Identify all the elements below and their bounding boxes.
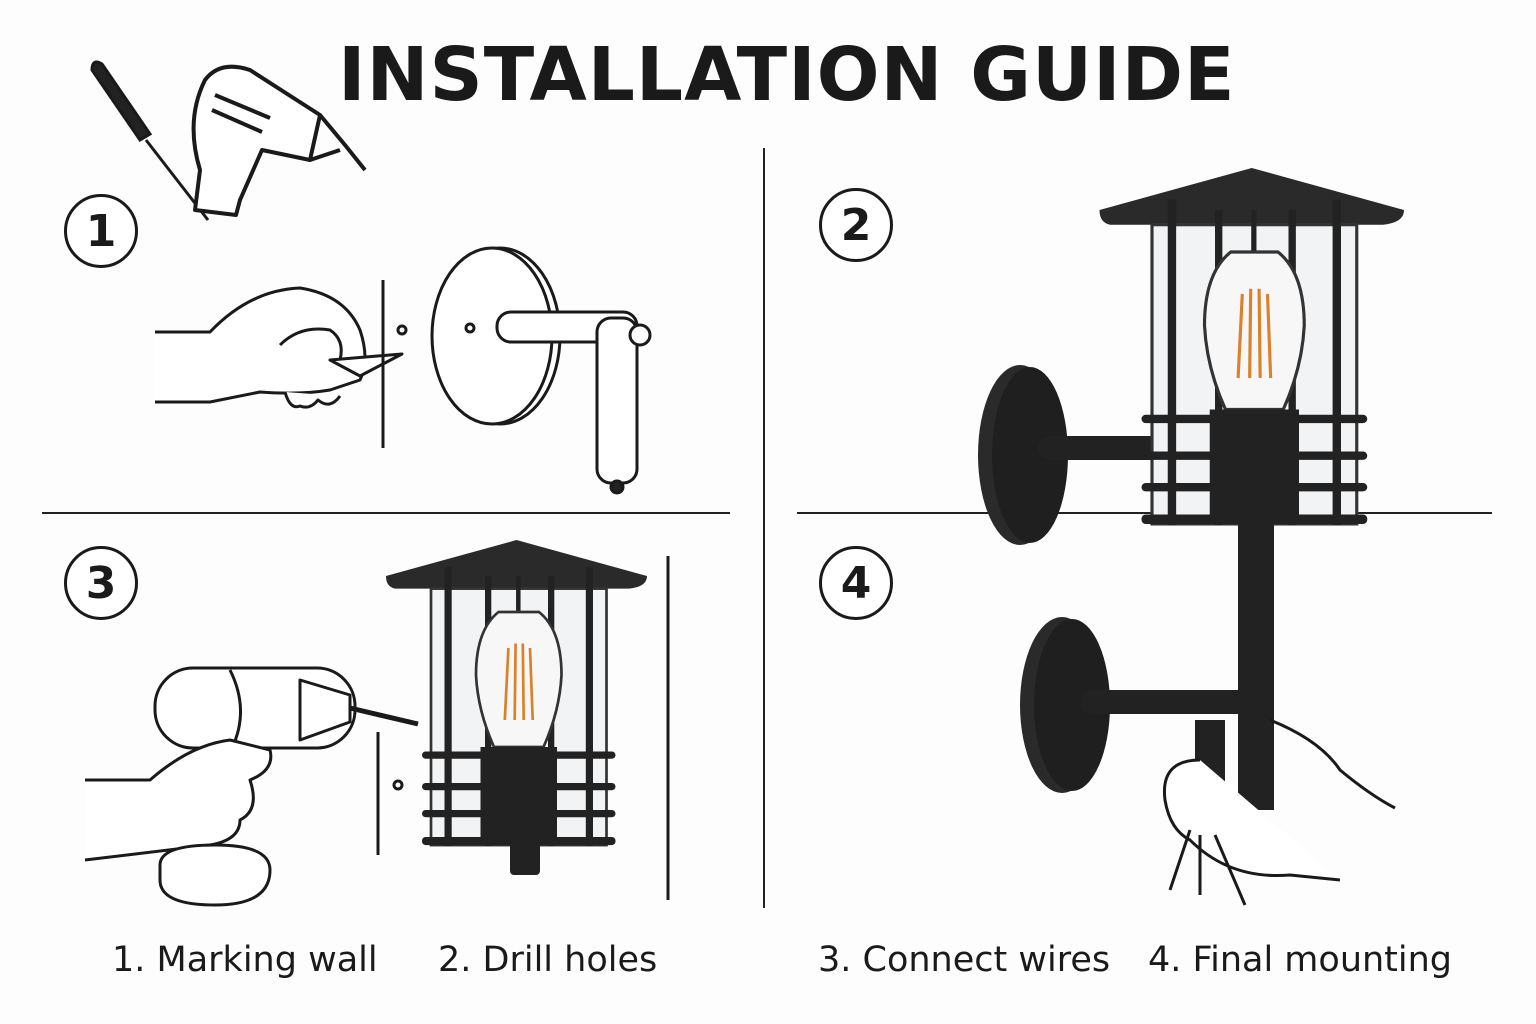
hand-drilling-illustration	[84, 556, 670, 907]
step-4-number: 4	[819, 546, 893, 620]
caption-step-1: 1. Marking wall	[112, 940, 378, 980]
hand-holding-wires-illustration	[1162, 718, 1396, 906]
caption-step-4: 4. Final mounting	[1148, 940, 1453, 980]
step-1-number: 1	[64, 194, 138, 268]
caption-step-3: 3. Connect wires	[818, 940, 1111, 980]
wall-mounted-lamp-illustration	[978, 168, 1404, 830]
step-2-number: 2	[819, 188, 893, 262]
lamp-bottom-cap	[510, 840, 540, 875]
caption-step-2: 2. Drill holes	[438, 940, 658, 980]
step-3-number: 3	[64, 546, 138, 620]
hand-marking-wall-illustration	[155, 246, 652, 495]
drill-icon	[191, 64, 367, 217]
page-title: INSTALLATION GUIDE	[338, 32, 1236, 118]
lamp-illustration-step3	[386, 540, 647, 846]
